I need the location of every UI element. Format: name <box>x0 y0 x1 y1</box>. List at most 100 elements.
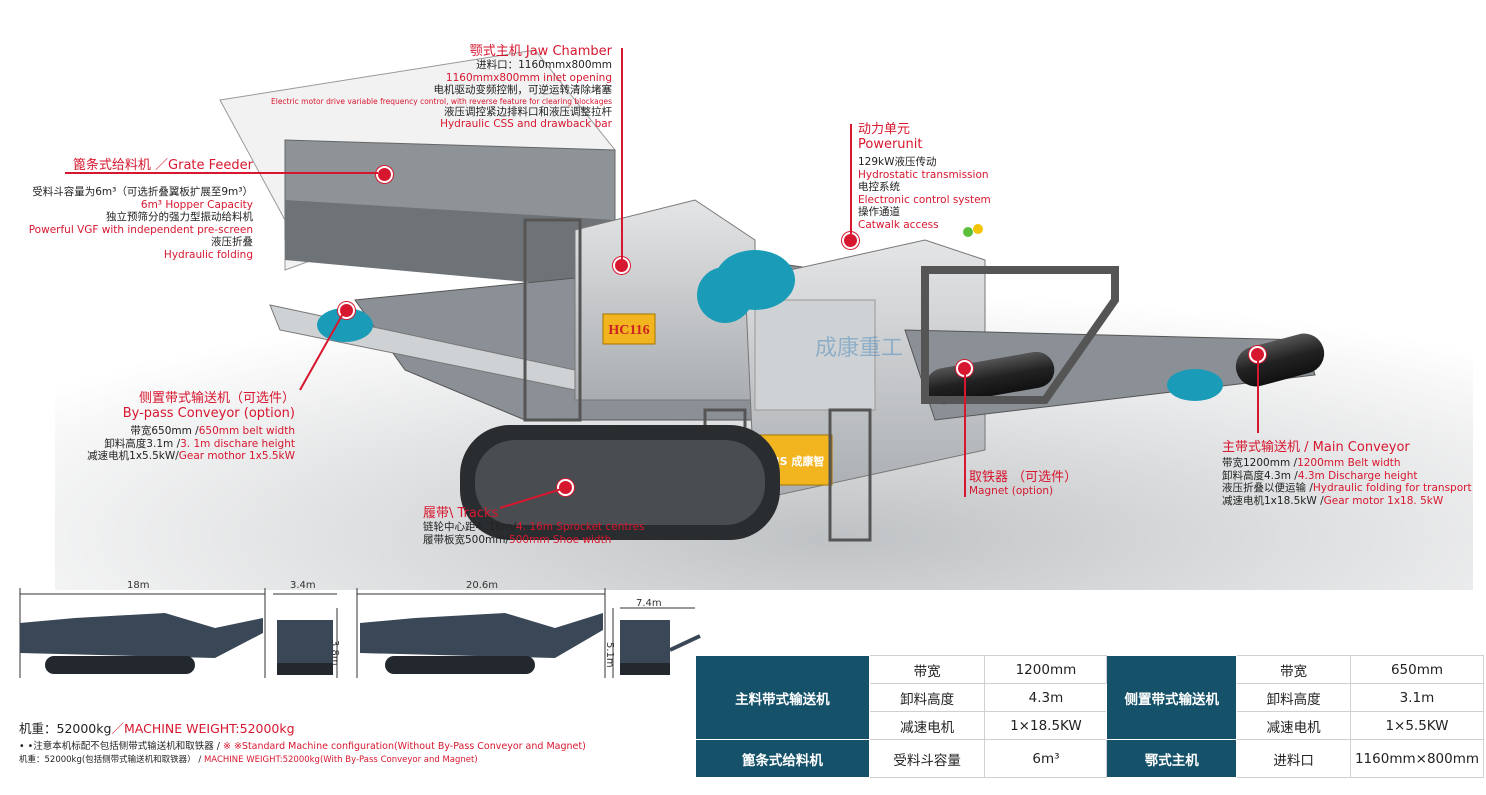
table-cell: 1200mm <box>984 655 1108 684</box>
powerunit-line6: Catwalk access <box>858 218 939 231</box>
note2-cn: 机重：52000kg(包括侧带式输送机和取铁器） / <box>19 755 202 765</box>
grate-feeder-header: 篦条式给料机 <box>695 739 870 778</box>
bypass-title-cn: 侧置带式输送机（可选件） <box>138 391 295 406</box>
table-row: 主料带式输送机 带宽 1200mm 侧置带式输送机 带宽 650mm <box>695 655 1485 740</box>
powerunit-callout: 动力单元 Powerunit 129kW液压传动 Hydrostatic tra… <box>858 122 1058 232</box>
tracks-leader <box>499 487 566 509</box>
dim-length-standard: 18m <box>127 580 150 591</box>
side-view-1 <box>20 613 263 674</box>
main-conveyor-motor <box>1167 369 1223 401</box>
magnet-line1: Magnet (option) <box>969 485 1054 497</box>
main-conveyor-leader <box>1257 358 1259 433</box>
green-beacon <box>963 227 973 237</box>
table-row: 卸料高度 4.3m 卸料高度 3.1m <box>696 683 1485 712</box>
bypass-leader <box>299 309 346 391</box>
jaw-line2: 1160mmx800mm inlet opening <box>445 71 612 84</box>
table-cell: 受料斗容量 <box>868 739 986 778</box>
crusher-machine-illustration: HC116 GMS 成康智 成康重工 <box>55 40 1473 590</box>
main-conveyor-header: 主料带式输送机 <box>695 655 870 740</box>
jaw-chamber-title: 颚式主机 Jaw Chamber <box>469 44 612 59</box>
table-cell: 4.3m <box>984 683 1108 712</box>
dim-width-option: 7.4m <box>636 598 662 609</box>
table-cell: 带宽 <box>1236 655 1351 684</box>
grate-feeder-line4: Powerful VGF with independent pre-screen <box>28 223 253 236</box>
dim-height-standard: 3.8m <box>329 640 340 666</box>
dim-width-standard: 3.4m <box>290 580 316 591</box>
powerunit-marker <box>842 232 859 249</box>
table-cell: 6m³ <box>984 739 1108 778</box>
table-cell: 减速电机 <box>1236 711 1351 740</box>
main-conveyor-line1-en: 1200mm Belt width <box>1297 457 1401 469</box>
main-conveyor-line1-cn: 带宽1200mm / <box>1222 457 1298 469</box>
tracks-line2-cn: 履带板宽500mm/ <box>423 533 510 546</box>
grate-feeder-callout: 篦条式给料机 ／Grate Feeder 受料斗容量为6m³（可选折叠翼板扩展至… <box>20 158 253 262</box>
model-plate-text: HC116 <box>608 323 649 338</box>
main-conveyor-line3-cn: 液压折叠以便运输 / <box>1222 482 1313 495</box>
powerunit-line1: 129kW液压传动 <box>858 156 937 168</box>
weight-cn: 机重：52000kg <box>19 721 112 736</box>
bypass-line1-cn: 带宽650mm / <box>130 425 199 437</box>
bypass-line3-en: Gear mothor 1x5.5kW <box>178 450 295 463</box>
track-inner <box>475 440 765 525</box>
grate-feeder-line5: 液压折叠 <box>211 236 253 249</box>
magnet-support-arm <box>921 266 1119 404</box>
powerunit-line3: 电控系统 <box>858 181 900 194</box>
magnet-drum <box>925 351 1055 405</box>
table-row: 篦条式给料机 受料斗容量 6m³ 鄂式主机 进料口 1160mm×800mm <box>695 739 1485 778</box>
bypass-line1-en: 650mm belt width <box>198 425 295 437</box>
weight-en: MACHINE WEIGHT:52000kg <box>123 721 295 736</box>
model-plate <box>602 313 656 345</box>
bypass-callout: 侧置带式输送机（可选件） By-pass Conveyor (option) 带… <box>40 391 295 463</box>
bypass-title-en: By-pass Conveyor (option) <box>122 406 295 421</box>
tracks-title: 履带\ Tracks <box>423 506 499 521</box>
powerunit-title-cn: 动力单元 <box>858 122 911 137</box>
yellow-beacon <box>973 224 983 234</box>
table-cell: 减速电机 <box>868 711 986 740</box>
grate-feeder-line1: 受料斗容量为6m³（可选折叠翼板扩展至9m³） <box>32 186 253 198</box>
jaw-chamber-leader <box>621 48 623 260</box>
bypass-line3-cn: 减速电机1x5.5kW/ <box>87 450 179 463</box>
table-cell: 650mm <box>1349 655 1485 684</box>
grate-feeder-marker <box>376 166 393 183</box>
note-en: ※ ※Standard Machine configuration(Withou… <box>222 741 586 752</box>
machine-weight-line: 机重：52000kg／MACHINE WEIGHT:52000kg <box>19 721 295 736</box>
main-conveyor-line2-cn: 卸料高度4.3m / <box>1222 469 1298 482</box>
jaw-line3: 电机驱动变频控制，可逆运转清除堵塞 <box>433 84 613 97</box>
table-cell: 带宽 <box>868 655 986 684</box>
bypass-line2-en: 3. 1m dischare height <box>180 437 295 450</box>
jaw-line6: Hydraulic CSS and drawback bar <box>440 118 612 131</box>
watermark: 成康重工 <box>815 336 903 361</box>
crusher-drawing: HC116 GMS 成康智 成康重工 <box>55 49 1473 590</box>
grate-feeder-title: 篦条式给料机 ／Grate Feeder <box>72 158 253 173</box>
main-conveyor-line2-en: 4.3m Discharge height <box>1297 469 1418 482</box>
dimension-drawings <box>15 578 705 688</box>
grate-feeder-line3: 独立预筛分的强力型振动给料机 <box>106 211 253 224</box>
magnet-callout: 取铁器 （可选件） Magnet (option) <box>969 470 1129 498</box>
dimension-svg <box>19 588 701 678</box>
radiator-grille <box>754 299 876 411</box>
tracks-line1-cn: 链轮中心距4. 16m/ <box>423 521 516 533</box>
magnet-leader <box>964 372 966 497</box>
jaw-flywheel <box>697 267 753 323</box>
feeder-side <box>285 200 615 290</box>
table-cell: 进料口 <box>1236 739 1351 778</box>
bypass-line2-cn: 卸料高度3.1m / <box>104 437 181 450</box>
powerunit-line4: Electronic control system <box>858 193 991 206</box>
jaw-line4: Electric motor drive variable frequency … <box>271 96 612 106</box>
jaw-line1: 进料口：1160mmx800mm <box>476 59 612 71</box>
grate-feeder-line2: 6m³ Hopper Capacity <box>140 198 253 211</box>
main-conveyor-line4-en: Gear motor 1x18. 5kW <box>1323 494 1444 507</box>
grate-feeder-leader <box>65 172 378 174</box>
grate-feeder-line6: Hydraulic folding <box>163 248 253 261</box>
right-step-ladder <box>828 408 872 542</box>
dim-length-option: 20.6m <box>466 580 499 591</box>
table-cell: 1160mm×800mm <box>1349 739 1485 778</box>
powerunit-line2: Hydrostatic transmission <box>858 168 989 181</box>
weight-with-options-note: 机重：52000kg(包括侧带式输送机和取铁器） / MACHINE WEIGH… <box>19 753 478 765</box>
jaw-chamber-callout: 颚式主机 Jaw Chamber 进料口：1160mmx800mm 1160mm… <box>260 44 612 131</box>
table-cell: 1×18.5KW <box>984 711 1108 740</box>
dim-height-option: 5.1m <box>604 642 615 668</box>
table-cell: 1×5.5KW <box>1349 711 1485 740</box>
side-view-2 <box>360 613 603 674</box>
tracks-marker <box>557 479 574 496</box>
